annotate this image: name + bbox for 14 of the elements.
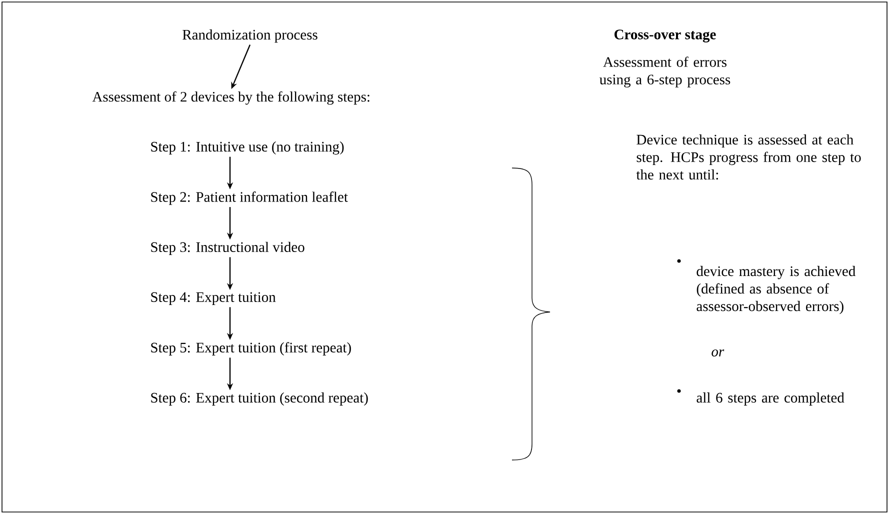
heading: Cross-over stage — [614, 30, 716, 42]
step-text: Step 2: Patient information leaflet — [151, 192, 348, 205]
step-text: Step 4: Expert tuition — [151, 292, 276, 305]
step-text: Step 1: Intuitive use (no training) — [151, 141, 344, 155]
conjunction-text: or — [712, 350, 724, 356]
step-text: Step 3: Instructional video — [151, 242, 304, 255]
description-text: Device technique is assessed at each step. HCPs progress from one step to the next until: — [636, 134, 861, 180]
bullet-text: device mastery is achieved (defined as absence of assessor-observed errors) — [696, 266, 856, 314]
step-text: Step 5: Expert tuition (first repeat) — [151, 342, 351, 356]
bullet-text: all 6 steps are completed — [696, 392, 844, 406]
step-text: Assessment of 2 devices by the following steps: — [92, 91, 370, 105]
step-text: Step 6: Expert tuition (second repeat) — [151, 392, 368, 406]
step-text: Randomization process — [182, 29, 318, 43]
subheading: Assessment of errors using a 6-step process — [600, 56, 730, 88]
